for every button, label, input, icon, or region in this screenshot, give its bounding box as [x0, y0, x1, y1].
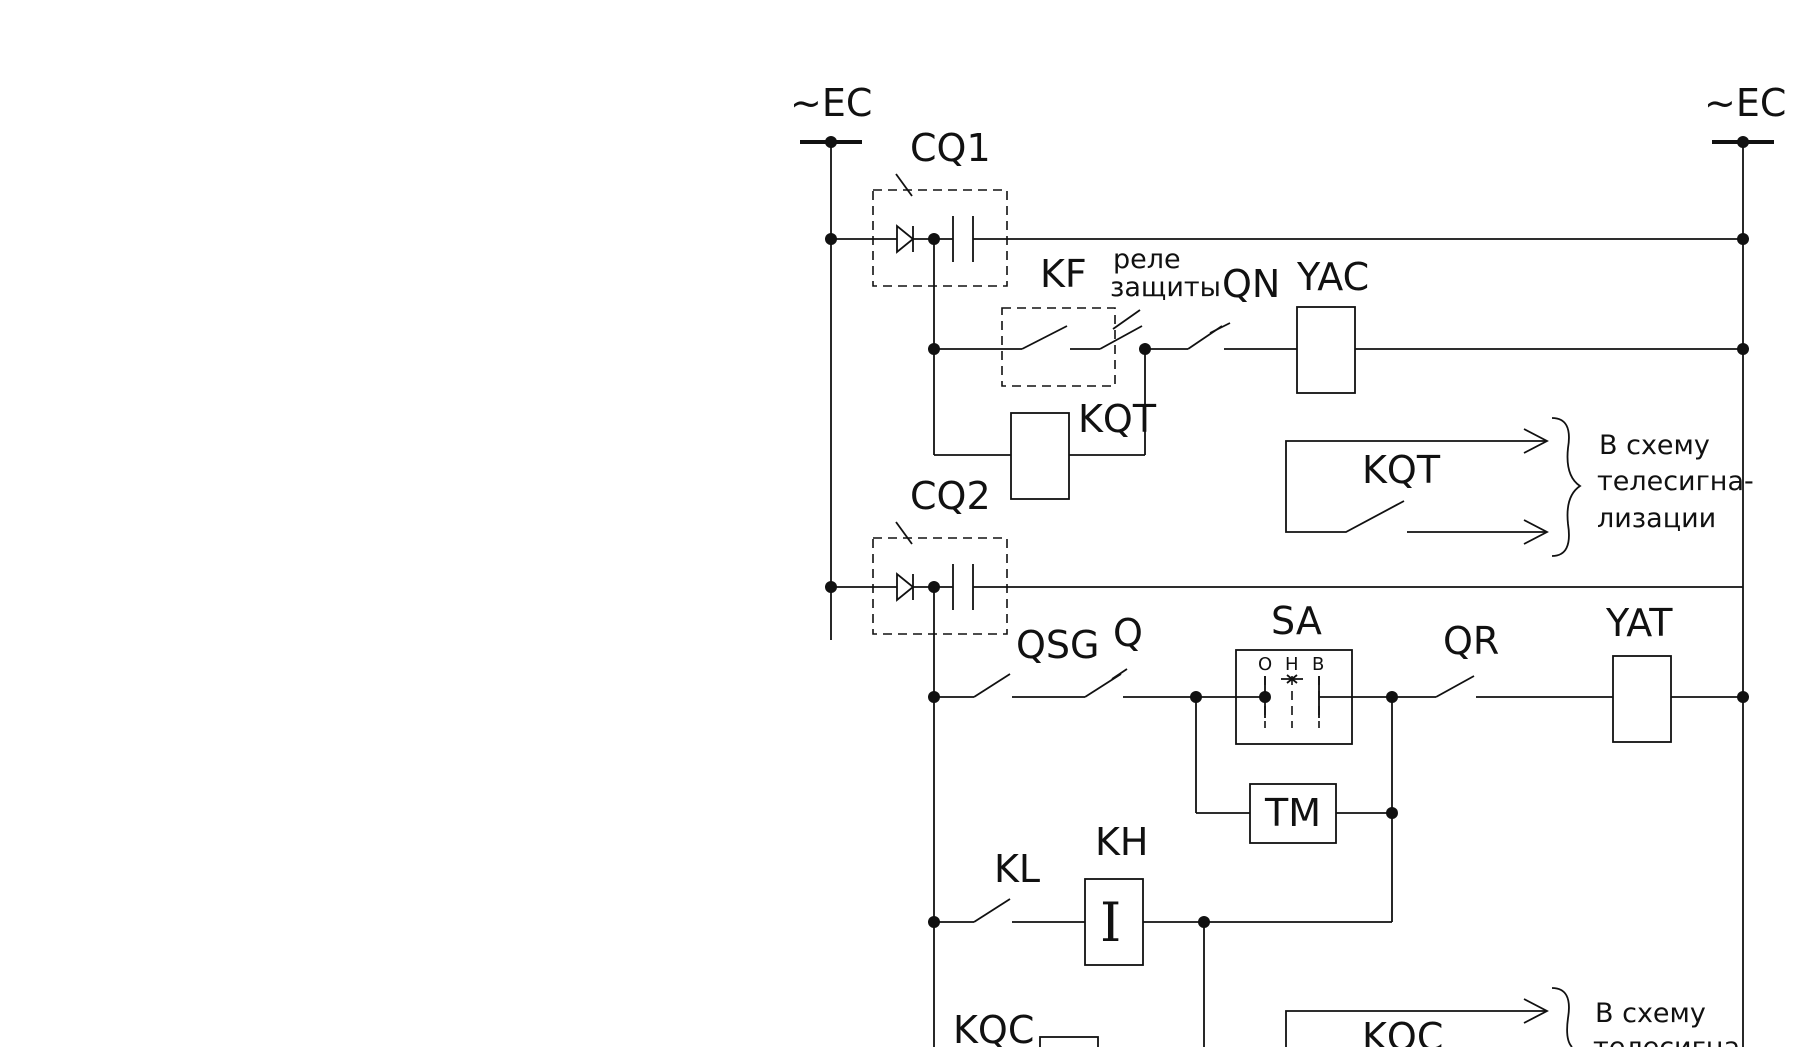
tm-branch: TM: [1195, 697, 1398, 922]
telesignal-1-line2: телесигна-: [1597, 466, 1754, 497]
telesignal-2-line2: телесигна-: [1593, 1032, 1750, 1047]
kl-kh-branch: I KL KH: [928, 820, 1392, 1047]
sa-pos-v: В: [1312, 654, 1324, 675]
relay-label-line1: реле: [1113, 244, 1181, 275]
right-bus-label: ~EC: [1704, 81, 1786, 125]
qr-label: QR: [1443, 619, 1499, 663]
kl-label: KL: [994, 847, 1040, 891]
kqt-coil-label: KQT: [1078, 397, 1157, 441]
left-bus-label: ~EC: [790, 81, 872, 125]
q-label: Q: [1113, 611, 1143, 655]
yac-coil: [1296, 306, 1356, 394]
yat-label: YAT: [1605, 601, 1673, 645]
kqt-coil: [1010, 412, 1070, 500]
telesignal-1-line1: В схему: [1599, 430, 1710, 461]
yat-coil: [1612, 655, 1672, 743]
cq2-unit: CQ2: [825, 474, 1743, 635]
kqc-branch: KQC KQC В схему телесигна-: [953, 987, 1750, 1047]
cq2-label: CQ2: [910, 474, 991, 518]
kqc-coil: [1039, 1036, 1099, 1047]
kqc-coil-label: KQC: [953, 1008, 1034, 1047]
kh-label: KH: [1095, 820, 1149, 864]
sa-pos-n: Н: [1285, 654, 1299, 675]
qn-label: QN: [1222, 262, 1280, 306]
telesignal-2-line1: В схему: [1595, 998, 1706, 1029]
right-bus: ~EC: [1704, 81, 1786, 1047]
sa-label: SA: [1271, 599, 1322, 643]
sa-pos-o: О: [1258, 654, 1272, 675]
kf-relay-protection-branch: KF реле защиты QN YAC: [928, 244, 1749, 394]
left-bus: ~EC: [790, 81, 872, 640]
kqc-contact-label: KQC: [1362, 1015, 1443, 1047]
qsg-label: QSG: [1016, 623, 1099, 667]
kqt-contact-label: KQT: [1362, 448, 1441, 492]
tm-label: TM: [1264, 791, 1321, 835]
trip-circuit-branch: О Н В QSG Q SA QR YAT: [928, 599, 1749, 745]
kh-symbol: I: [1100, 891, 1121, 954]
yac-label: YAC: [1296, 255, 1369, 299]
cq1-unit: CQ1: [825, 126, 1749, 287]
cq1-label: CQ1: [910, 126, 991, 170]
relay-label-line2: защиты: [1110, 272, 1221, 303]
telesignal-1-line3: лизации: [1597, 503, 1716, 534]
kqt-coil-branch: KQT: [934, 349, 1157, 500]
kf-label: KF: [1040, 252, 1087, 296]
kqt-telesignal-contact: KQT В схему телесигна- лизации: [1285, 417, 1754, 557]
tm-block: [1249, 783, 1337, 844]
kh-indicator: [1084, 878, 1144, 966]
